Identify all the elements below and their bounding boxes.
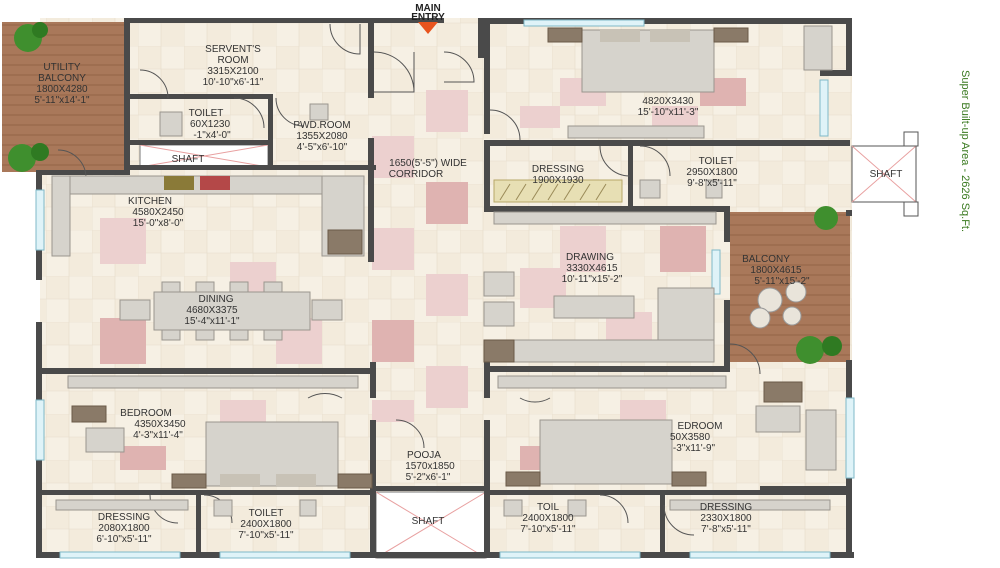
- drawing-name: DRAWING: [566, 252, 614, 263]
- master-bedroom-size-ft: 15'-10"x11'-3": [638, 107, 699, 118]
- pwd-room-name: PWD.ROOM: [293, 120, 350, 131]
- corridor-name-2: CORRIDOR: [389, 169, 443, 180]
- plants: [8, 22, 842, 364]
- pooja-size-ft: 5'-2"x6'-1": [406, 472, 451, 483]
- master-bedroom-size-mm: 4820X3430: [642, 96, 694, 107]
- toilet-top-size-ft: 9'-8"x5'-11": [687, 178, 737, 189]
- entry-label-line2: ENTRY: [411, 12, 445, 23]
- furniture: [51, 25, 837, 517]
- bedroom-left-size-ft: 4'-3"x11'-4": [133, 430, 183, 441]
- bedroom-right-name: EDROOM: [678, 421, 723, 432]
- toilet-servent-size-mm: 60X1230: [190, 119, 230, 130]
- servents-room-size-mm: 3315X2100: [207, 66, 259, 77]
- toilet-bl-size-mm: 2400X1800: [240, 519, 292, 530]
- shaft-bottom: [375, 491, 487, 559]
- utility-balcony-size-ft: 5'-11"x14'-1": [34, 95, 90, 106]
- dining-name: DINING: [199, 294, 234, 305]
- toilet-br-name: TOIL: [537, 502, 559, 513]
- toilet-br-size-mm: 2400X1800: [522, 513, 574, 524]
- super-built-up-area: Super Built-up Area - 2626 Sq.Ft.: [959, 70, 971, 232]
- toilet-servent-size-ft: -1"x4'-0": [193, 130, 231, 141]
- balcony-size-ft: 5'-11"x15'-2": [754, 276, 810, 287]
- dressing-bl-size-mm: 2080X1800: [98, 523, 150, 534]
- shaft-bottom-name: SHAFT: [412, 516, 445, 527]
- dressing-br-size-ft: 7'-8"x5'-11": [701, 524, 751, 535]
- dining-size-ft: 15'-4"x11'-1": [184, 316, 240, 327]
- drawing-size-ft: 10'-11"x15'-2": [562, 274, 623, 285]
- balcony-name: BALCONY: [742, 254, 790, 265]
- toilet-bl-name: TOILET: [249, 508, 284, 519]
- accent-tiles: [100, 78, 746, 470]
- bedroom-left-size-mm: 4350X3450: [134, 419, 186, 430]
- entry-arrow-icon: [418, 22, 438, 34]
- dressing-bl-size-ft: 6'-10"x5'-11": [96, 534, 152, 545]
- toilet-bl-size-ft: 7'-10"x5'-11": [238, 530, 294, 541]
- toilet-top-size-mm: 2950X1800: [686, 167, 738, 178]
- bedroom-right-size-mm: 50X3580: [670, 432, 710, 443]
- shaft-top-name: SHAFT: [172, 154, 205, 165]
- entry-label-line1: MAIN: [415, 3, 441, 14]
- utility-balcony-name-1: UTILITY: [43, 62, 81, 73]
- balcony-size-mm: 1800X4615: [750, 265, 802, 276]
- kitchen-size-ft: 15'-0"x8'-0": [133, 218, 184, 229]
- kitchen-name: KITCHEN: [128, 196, 172, 207]
- dressing-top-size-mm: 1900X1930: [532, 175, 584, 186]
- pooja-name: POOJA: [407, 450, 441, 461]
- windows: [35, 19, 855, 559]
- shaft-right-name: SHAFT: [870, 169, 903, 180]
- servents-room-name-2: ROOM: [217, 55, 248, 66]
- room-labels: UTILITY BALCONY 1800X4280 5'-11"x14'-1" …: [34, 44, 902, 545]
- servents-room-size-ft: 10'-10"x6'-11": [203, 77, 264, 88]
- dressing-br-name: DRESSING: [700, 502, 752, 513]
- main-entry-marker[interactable]: MAIN ENTRY: [411, 3, 445, 34]
- kitchen-size-mm: 4580X2450: [132, 207, 184, 218]
- utility-balcony-name-2: BALCONY: [38, 73, 86, 84]
- doors: [57, 23, 761, 536]
- dressing-br-size-mm: 2330X1800: [700, 513, 752, 524]
- drawing-size-mm: 3330X4615: [566, 263, 618, 274]
- pooja-size-mm: 1570x1850: [405, 461, 455, 472]
- dining-size-mm: 4680X3375: [186, 305, 238, 316]
- toilet-br-size-ft: 7'-10"x5'-11": [520, 524, 576, 535]
- utility-balcony-size-mm: 1800X4280: [36, 84, 88, 95]
- servents-room-name-1: SERVENT'S: [205, 44, 261, 55]
- dressing-bl-name: DRESSING: [98, 512, 150, 523]
- shaft-right: [851, 131, 919, 217]
- dressing-top-name: DRESSING: [532, 164, 584, 175]
- pwd-room-size-ft: 4'-5"x6'-10": [297, 142, 348, 153]
- bedroom-right-size-ft: -3"x11'-9": [673, 443, 716, 454]
- pwd-room-size-mm: 1355X2080: [296, 131, 348, 142]
- toilet-servent-name: TOILET: [189, 108, 224, 119]
- bedroom-left-name: BEDROOM: [120, 408, 172, 419]
- toilet-top-name: TOILET: [699, 156, 734, 167]
- corridor-name-1: 1650(5'-5") WIDE: [389, 158, 467, 169]
